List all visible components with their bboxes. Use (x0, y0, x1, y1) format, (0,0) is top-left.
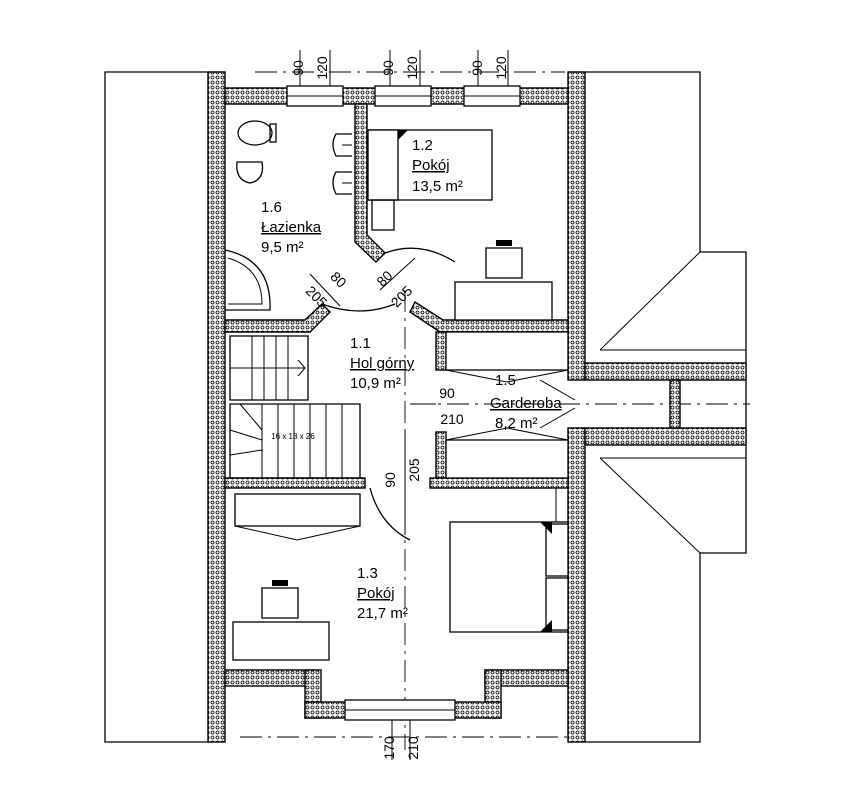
top-window-1-dim-b: 120 (314, 56, 330, 80)
top-window-1: 90 120 (286, 50, 344, 107)
room-1-2-label: 1.2 Pokój 13,5 m² (412, 137, 463, 195)
top-window-3-dim-a: 90 (469, 60, 485, 76)
closet-door (410, 379, 576, 429)
room-1-1-number: 1.1 (350, 335, 371, 352)
top-window-2-dim-b: 120 (404, 56, 420, 80)
room-1-3-area: 21,7 m² (357, 605, 408, 622)
room-1-2-name: Pokój (412, 157, 450, 174)
room-1-6-area: 9,5 m² (261, 239, 304, 256)
door-closet-height: 210 (440, 411, 464, 427)
desk-room-12 (454, 240, 553, 321)
room-1-1-area: 10,9 m² (350, 375, 401, 392)
room-1-5-number: 1.5 (495, 372, 516, 389)
dormer-roof (599, 251, 746, 554)
closet-shelf-bottom (445, 427, 569, 479)
bottom-window: 170 210 (344, 699, 456, 760)
door-room12-width: 80 (373, 267, 395, 289)
desk-room-13 (232, 580, 330, 661)
room-1-2-number: 1.2 (412, 137, 433, 154)
top-window-2: 90 120 (374, 50, 432, 107)
room-1-1-name: Hol górny (350, 355, 415, 372)
interior-walls (224, 103, 569, 489)
closet-shelf-top (445, 331, 569, 383)
roof-outline-left (104, 71, 208, 743)
room-1-5-label: 1.5 Garderoba 8,2 m² (490, 372, 562, 432)
door-room12: 80 205 (373, 247, 456, 310)
room-1-6-label: 1.6 Łazienka 9,5 m² (261, 199, 322, 256)
room-1-6-name: Łazienka (261, 219, 322, 236)
top-window-2-dim-a: 90 (380, 60, 396, 76)
roof-outline-right (585, 71, 747, 743)
bed-room-13 (449, 488, 569, 633)
door-room13-height: 205 (406, 458, 422, 482)
room-1-5-area: 8,2 m² (495, 415, 538, 432)
top-window-3: 90 120 (463, 50, 521, 107)
bottom-window-dim-b: 210 (405, 736, 421, 760)
room-1-3-number: 1.3 (357, 565, 378, 582)
staircase (229, 335, 361, 479)
door-room13-width: 90 (382, 472, 398, 488)
top-window-3-dim-b: 120 (493, 56, 509, 80)
sink-upper-icon (332, 133, 352, 157)
bed-room-12 (367, 129, 493, 231)
room-1-1-label: 1.1 Hol górny 10,9 m² (350, 335, 415, 392)
door-room13 (369, 430, 411, 541)
room-1-5-name: Garderoba (490, 395, 562, 412)
toilet-icon (237, 120, 277, 146)
room-1-3-label: 1.3 Pokój 21,7 m² (357, 565, 408, 622)
bathtub-icon (224, 249, 271, 311)
door-room12-height: 205 (388, 282, 416, 310)
bidet-icon (236, 161, 264, 184)
wardrobe-room-13 (234, 493, 361, 541)
room-1-3-name: Pokój (357, 585, 395, 602)
room-1-2-area: 13,5 m² (412, 178, 463, 195)
bottom-window-dim-a: 170 (381, 736, 397, 760)
stairs-label: 16 x 18 x 26 (271, 432, 315, 441)
top-window-1-dim-a: 90 (290, 60, 306, 76)
sink-lower-icon (332, 171, 352, 195)
door-bath-height: 205 (303, 283, 331, 311)
room-1-6-number: 1.6 (261, 199, 282, 216)
door-bath-width: 80 (327, 268, 349, 290)
door-closet-width: 90 (439, 385, 455, 401)
